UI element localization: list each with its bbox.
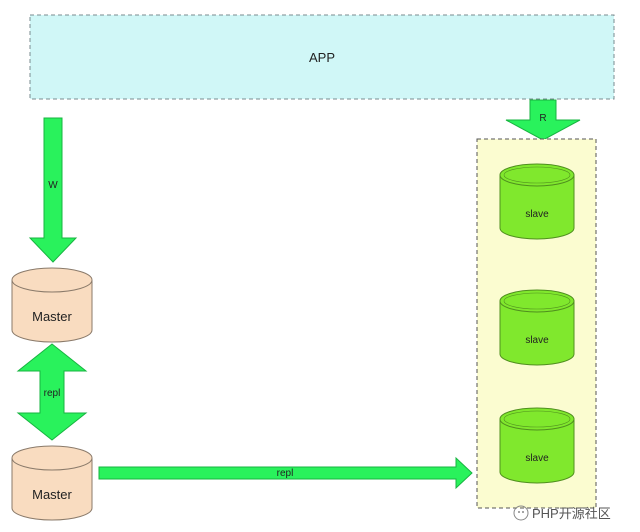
slave-label-1: slave: [525, 209, 549, 220]
repl-vertical-label: repl: [44, 388, 61, 399]
slave-label-3: slave: [525, 453, 549, 464]
master-label-1: Master: [32, 309, 72, 324]
read-arrow: [505, 99, 581, 141]
app-box: [29, 14, 615, 100]
slave-db-1: [499, 163, 575, 240]
app-label: APP: [309, 50, 335, 65]
read-arrow-label: R: [539, 113, 546, 124]
repl-vertical-arrow: [16, 343, 88, 441]
slave-label-2: slave: [525, 335, 549, 346]
repl-horizontal-label: repl: [277, 468, 294, 479]
write-arrow: [28, 117, 78, 263]
wechat-icon: [513, 505, 529, 521]
repl-horizontal-arrow: [98, 456, 473, 490]
slave-db-3: [499, 407, 575, 484]
master-label-2: Master: [32, 487, 72, 502]
watermark: PHP开源社区: [513, 505, 611, 521]
master-db-1: [11, 267, 93, 343]
write-arrow-label: W: [48, 180, 58, 191]
slave-db-2: [499, 289, 575, 366]
master-db-2: [11, 445, 93, 521]
watermark-text: PHP开源社区: [532, 506, 611, 521]
